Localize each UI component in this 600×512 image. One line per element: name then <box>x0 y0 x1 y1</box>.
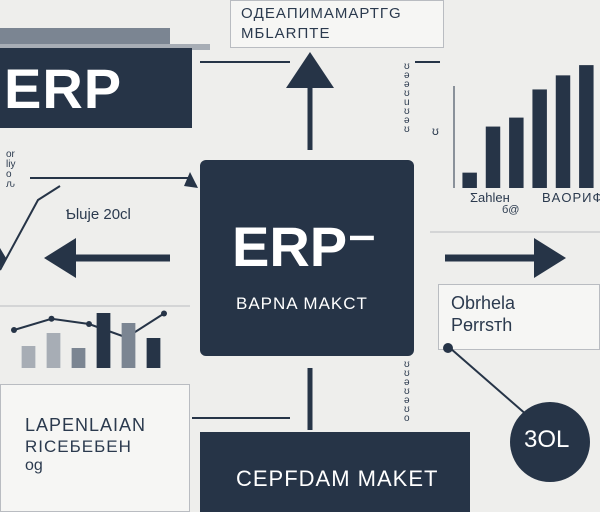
top-card-line1: OДЕAПИMАМAРТГG <box>241 5 402 22</box>
bar-chart-label-right: BAOPИФ <box>542 190 600 205</box>
bar-chart-side-text: ʊ <box>432 124 439 138</box>
circle-badge[interactable]: 3OL <box>510 402 590 482</box>
bar-chart-right-bar <box>462 172 477 188</box>
left-arrow-head <box>44 238 76 278</box>
bottom-box-label: CEPFDAM MAKET <box>236 466 439 491</box>
line-chart-left-point <box>161 310 167 317</box>
bar-chart-left-bar <box>21 346 36 368</box>
line-chart-left-point <box>11 327 17 333</box>
right-card-line2: Pөrrsтh <box>451 315 513 335</box>
line-chart-left-point <box>86 321 92 327</box>
right-card: Obrhela Pөrrsтh <box>438 284 600 350</box>
right-card-line1: Obrhela <box>451 293 516 313</box>
connector-left-arrowhead <box>184 172 198 188</box>
bar-chart-label-left-sub: б@ <box>502 204 520 216</box>
bar-chart-right-bar <box>579 65 594 188</box>
bottom-left-line2: RICEБEБEH <box>25 437 132 456</box>
bottom-left-line1: LAPENLAIAN <box>25 415 147 435</box>
bar-chart-right-bar <box>555 75 571 188</box>
central-subtitle: BAPNA MAKCT <box>236 294 368 313</box>
central-erp-block[interactable]: ERP⁻ BAPNA MAKCT <box>200 160 414 356</box>
line-chart-caption: Ƅluje 20сl <box>66 206 131 223</box>
bar-chart-label-left: Ʃаhlен <box>470 190 510 205</box>
vertical-text-top: ʊəəʊuʊəʊ <box>404 61 410 135</box>
central-title: ERP⁻ <box>232 215 377 278</box>
erp-badge-label: ERP <box>4 57 123 120</box>
top-left-stripes-2 <box>0 44 210 50</box>
bar-chart-left-bar <box>71 348 86 368</box>
top-left-stripes <box>0 28 170 46</box>
erp-badge[interactable]: ERP <box>0 48 192 128</box>
left-diagonal <box>0 185 61 271</box>
right-arrow-head <box>534 238 566 278</box>
bar-chart-left-bar <box>96 313 111 368</box>
far-left-arrow-head <box>0 248 6 268</box>
connector-dot <box>443 343 453 353</box>
top-card-line2: MБLARПТЕ <box>241 25 331 42</box>
bar-chart-left-bar <box>146 338 161 368</box>
up-arrow-head <box>286 52 334 88</box>
bottom-box[interactable]: CEPFDAM MAKET <box>200 432 470 512</box>
bar-chart-left-bar <box>46 333 61 368</box>
bar-chart-right-bar <box>509 117 524 188</box>
line-chart-side-text: оrliуоԉ <box>6 149 16 190</box>
bottom-left-line3: og <box>25 457 43 474</box>
bar-chart-left-bar <box>121 323 136 368</box>
bar-chart-right-bar <box>485 126 501 188</box>
line-chart-left-point <box>48 315 55 322</box>
top-card: OДЕAПИMАМAРТГG MБLARПТЕ <box>230 0 444 48</box>
connector-circle <box>449 347 529 417</box>
bar-chart-right-bar <box>532 89 547 188</box>
circle-badge-label: 3OL <box>524 426 570 453</box>
vertical-text-bottom: ʊʊəʊəʊo <box>404 359 410 424</box>
bottom-left-card: LAPENLAIAN RICEБEБEH og <box>0 384 190 512</box>
